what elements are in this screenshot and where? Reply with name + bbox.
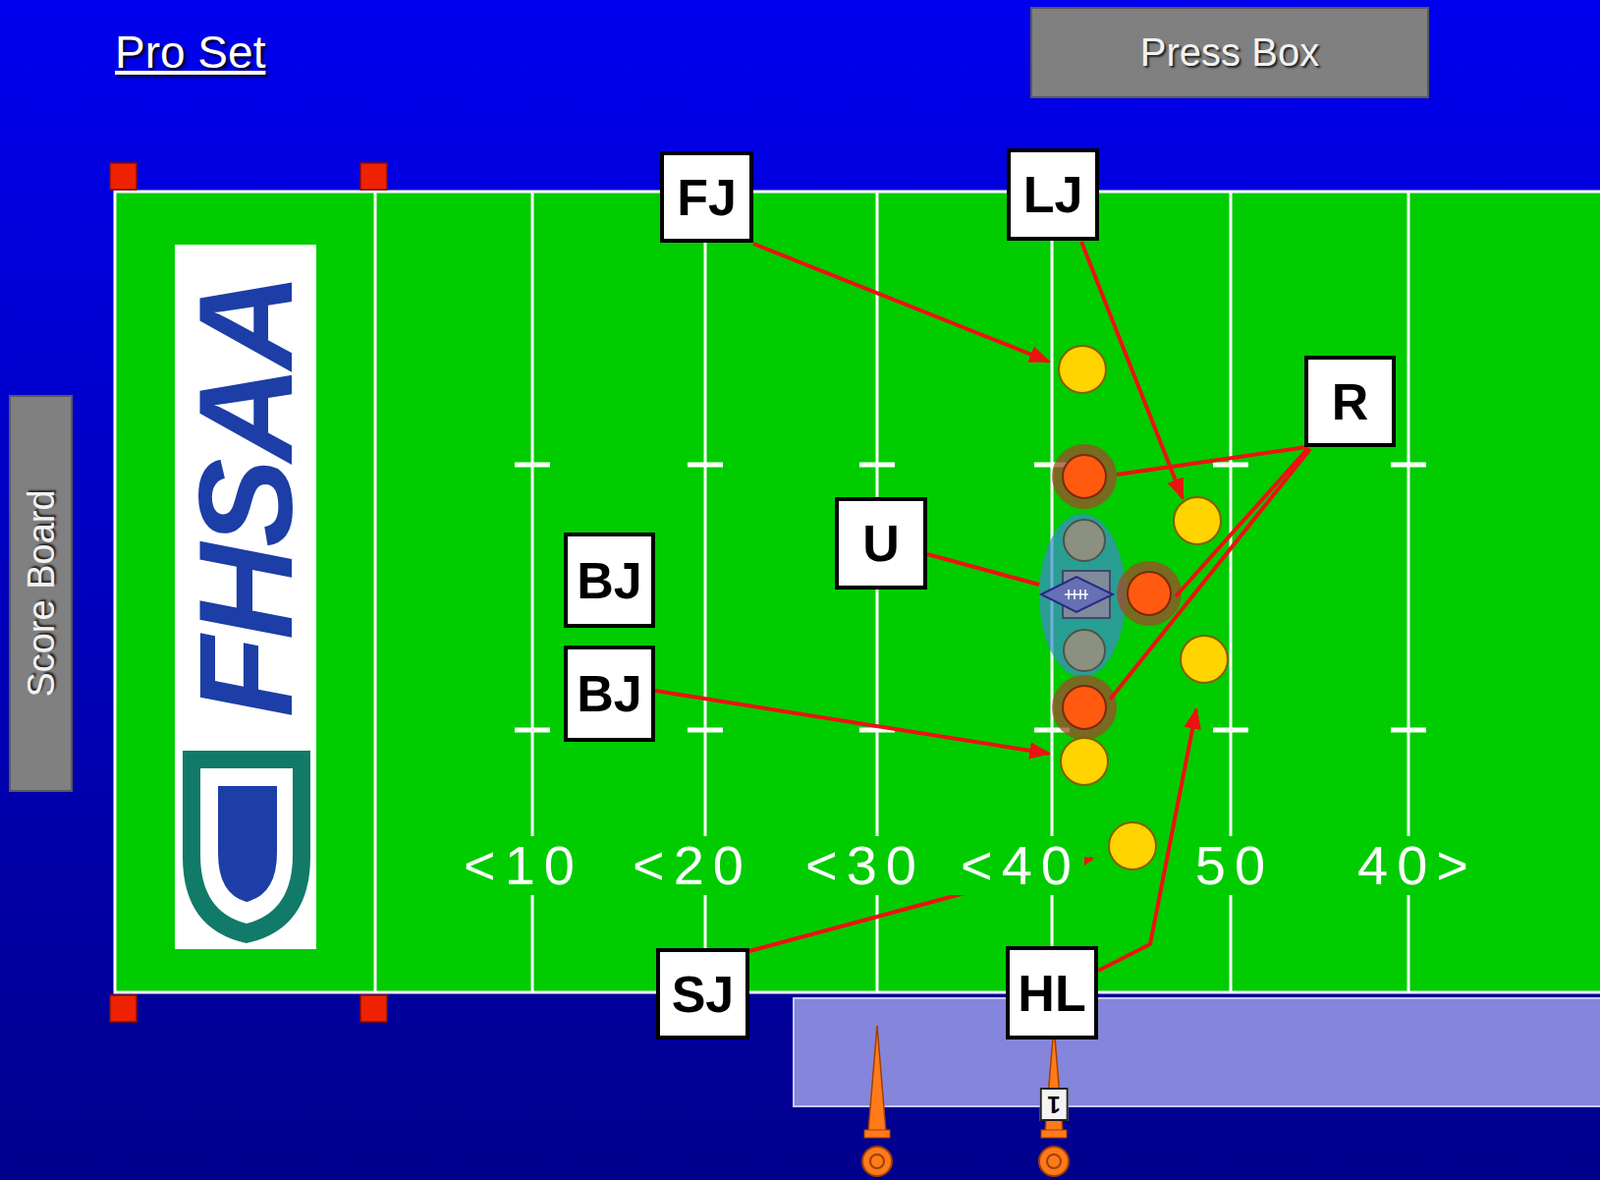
yard-number: 50: [1185, 835, 1278, 895]
defensive-player: [1058, 345, 1106, 393]
logo-panel: [174, 244, 317, 949]
node-label: HL: [1017, 963, 1086, 1023]
node-label: SJ: [671, 964, 735, 1024]
defensive-player: [1173, 496, 1221, 545]
pole-base: [1041, 1129, 1067, 1138]
hash-mark: [1213, 727, 1249, 733]
key-line: [1175, 447, 1309, 597]
formation: [1039, 345, 1228, 870]
node-label: FJ: [676, 167, 737, 227]
player-halo: [1116, 560, 1182, 626]
team-box: [793, 997, 1600, 1106]
yard-number: 40>: [1347, 835, 1482, 895]
hash-mark: [1390, 462, 1427, 468]
official-box: LJ: [1006, 148, 1100, 241]
official-box: BJ: [563, 645, 656, 742]
ball-laces: [1064, 589, 1089, 600]
node-label: Press Box: [1140, 30, 1320, 75]
logo-shield-inner: [200, 768, 293, 924]
node-label: U: [862, 513, 900, 573]
goal-line: [374, 191, 378, 993]
hash-mark: [1213, 462, 1249, 468]
yard-number: <40: [950, 835, 1085, 895]
key-line: [927, 553, 1040, 585]
official-box: HL: [1005, 945, 1099, 1040]
football: [1041, 576, 1113, 612]
node-label: LJ: [1023, 165, 1084, 224]
offensive-player: [1062, 454, 1106, 498]
pole-foot: [1039, 1146, 1069, 1176]
pylon: [360, 994, 387, 1022]
slide-title: Pro Set: [114, 25, 266, 79]
lineman: [1063, 519, 1105, 561]
key-arrow: [1098, 709, 1197, 971]
offensive-player: [1062, 685, 1106, 729]
line-highlight: [1039, 513, 1126, 677]
official-box: BJ: [563, 532, 656, 628]
yard-number: <10: [453, 835, 588, 895]
yard-lines: [375, 191, 1409, 993]
chain-pole: [868, 1025, 886, 1132]
yard-number: <20: [622, 835, 757, 895]
pole-base: [864, 1129, 890, 1138]
logo-shield-core: [218, 785, 277, 902]
defensive-player: [1060, 737, 1108, 785]
defensive-player: [1108, 822, 1157, 870]
pylon: [360, 163, 387, 190]
pole-foot-ring: [1047, 1154, 1061, 1168]
key-arrow: [1081, 241, 1183, 498]
lineman: [1063, 629, 1105, 671]
press-box: Press Box: [1030, 6, 1430, 99]
key-arrow: [655, 690, 1049, 754]
pylons: [110, 163, 387, 1022]
official-box: U: [834, 496, 928, 590]
pole-foot-ring: [870, 1154, 884, 1168]
chain-crew: [862, 1025, 1069, 1176]
key-line: [1109, 448, 1311, 700]
official-box: R: [1304, 355, 1396, 447]
defensive-player: [1180, 635, 1228, 683]
offensive-player: [1127, 571, 1171, 615]
pylon: [110, 994, 137, 1022]
logo-shield: [182, 750, 311, 943]
hash-mark: [514, 727, 551, 733]
node-label: BJ: [576, 663, 642, 723]
official-box: FJ: [660, 151, 754, 243]
pylon: [110, 163, 137, 190]
playing-field: [114, 191, 1600, 993]
key-line: [1116, 446, 1307, 475]
logo-text: FHSAA: [178, 276, 313, 718]
hash-mark: [687, 727, 723, 733]
node-label: Score Board: [19, 489, 62, 697]
node-label: R: [1331, 372, 1370, 432]
yard-number: <30: [795, 835, 930, 895]
down-number: 1: [1039, 1087, 1068, 1121]
player-halo: [1051, 443, 1117, 509]
hash-mark: [687, 462, 723, 468]
hash-mark: [514, 462, 551, 468]
player-halo: [1051, 674, 1117, 740]
hash-mark: [1390, 727, 1427, 733]
hash-mark: [859, 462, 895, 468]
key-arrow: [753, 243, 1049, 362]
scoreboard: Score Board: [8, 394, 73, 792]
pole-foot: [862, 1146, 892, 1176]
official-box: SJ: [656, 947, 750, 1040]
node-label: BJ: [576, 551, 642, 610]
